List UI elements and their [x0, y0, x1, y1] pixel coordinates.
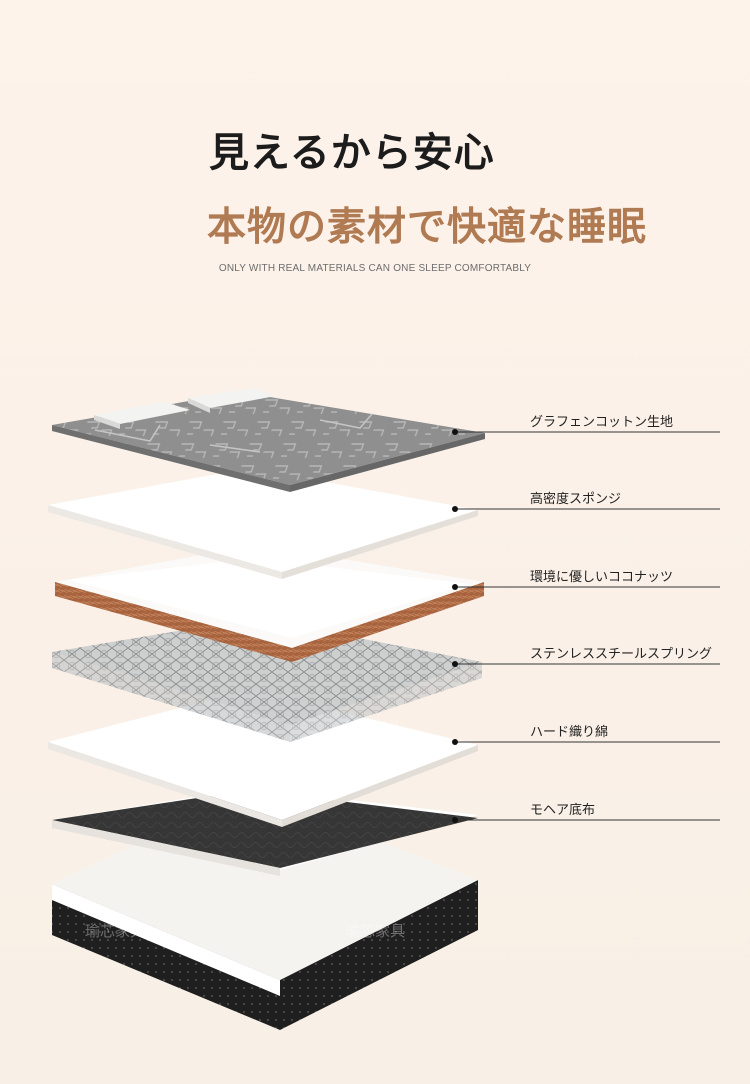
page-title: 見えるから安心 [209, 130, 495, 176]
label-sponge: 高密度スポンジ [530, 492, 622, 507]
watermark-text: 瑜芯家具 [85, 922, 145, 940]
layer-sponge [48, 468, 478, 579]
label-coconut: 環境に優しいココナッツ [530, 570, 674, 585]
tagline: ONLY WITH REAL MATERIALS CAN ONE SLEEP C… [218, 263, 532, 274]
watermark-text: 瑜芯家具 [345, 922, 405, 940]
label-mohair-base: モヘア底布 [530, 803, 596, 818]
layer-graphene-fabric [52, 392, 485, 492]
layer-coconut [55, 545, 484, 662]
layer-mohair-base [52, 788, 478, 876]
label-steel-spring: ステンレススチールスプリング [530, 647, 713, 662]
layer-steel-spring [52, 618, 482, 742]
label-hard-cotton: ハード織り綿 [530, 725, 609, 740]
pillows [94, 388, 276, 429]
leader-lines [452, 429, 720, 823]
watermark-text: 瑜芯家具 [345, 719, 401, 736]
label-graphene-fabric: グラフェンコットン生地 [530, 415, 674, 430]
page-subtitle: 本物の素材で快適な睡眠 [207, 205, 648, 250]
layer-hard-cotton [48, 690, 478, 827]
